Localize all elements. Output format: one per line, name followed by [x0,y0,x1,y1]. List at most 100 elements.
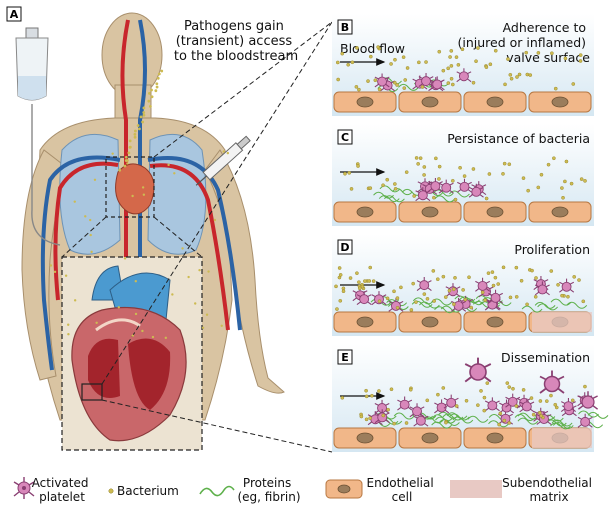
panel-a: A Pathogens gain (transient) access to t… [6,6,333,453]
platelet-pseudopod [464,357,492,383]
activated-platelet [484,397,500,412]
bacterium [371,279,376,283]
bacterium [164,336,168,340]
bacterium [385,296,390,301]
bacterium [364,388,368,393]
bacterium [526,188,530,193]
platelet-pseudopod [451,297,467,312]
panel-d-letter: D [340,241,349,254]
bacterium [493,48,498,53]
bacteria-trail [49,69,230,340]
panel-c-caption: Persistance of bacteria [447,131,590,146]
bacterium [127,151,131,155]
bacterium [467,275,471,280]
bacterium [480,290,485,295]
bacterium [507,162,512,167]
bacterium [476,46,480,50]
activated-platelet [519,398,535,413]
cell-nucleus [356,206,374,218]
bacterium [335,60,340,65]
fibrin-strand [434,195,456,203]
bacterium [148,104,152,108]
bacterium [377,87,382,92]
bacterium [453,276,457,280]
bacterium [347,171,352,175]
bacterium [414,300,418,304]
bacterium [370,393,374,398]
bacterium [583,384,587,389]
bacterium [422,173,426,177]
bacterium [471,167,476,171]
bacterium [446,66,450,71]
activated-platelet [418,73,434,87]
bacterium [521,388,526,392]
bacterium [571,82,576,86]
bacterium [563,179,567,184]
bacterium [434,156,438,161]
bacterium [150,95,154,99]
platelet-pseudopod [429,76,445,91]
bacterium [141,186,145,189]
bacterium [385,177,390,182]
platelet-body [441,182,452,193]
bacterium [508,295,513,300]
bacterium [420,85,425,89]
bacterium [493,275,498,280]
bacterium [553,86,558,91]
bacterium [553,402,558,407]
activated-platelet [438,179,454,194]
platelet-pseudopod [471,181,487,196]
bacterium [147,99,151,103]
bacterium [488,62,493,67]
bacterium [437,177,441,181]
panel-b: B Adherence to (injured or inflamed) val… [332,14,594,116]
panel-a-letter: A [10,8,19,21]
activated-platelet [505,393,521,408]
bacterium [508,73,513,77]
bacterium [366,79,370,83]
bacterium [536,51,541,55]
platelet-pseudopod [468,183,484,198]
bacterium [395,305,400,310]
bacterium [538,399,543,403]
platelet-body [561,281,572,292]
bacterium [364,394,369,399]
platelet-body [412,406,422,417]
activated-platelet [427,178,443,192]
fibrin-strand [412,297,434,305]
bacterium [451,82,455,87]
bacterium [392,421,397,426]
bacterium [338,273,343,277]
bacterium [485,381,490,385]
bacterium [486,271,491,275]
platelet-body [377,76,388,87]
platelet-body [359,294,370,305]
bacterium [404,421,409,425]
platelet-pseudopod [380,77,396,92]
platelet-pseudopod [456,68,472,83]
bacterium [509,76,514,81]
bacterium [435,277,440,282]
bacterium [377,389,381,393]
cell-nucleus [551,96,569,108]
bacterium [354,85,359,89]
activated-platelet [475,277,491,292]
bacterium [376,45,380,49]
bacterium [194,302,197,305]
bacterium [357,280,361,284]
bacterium [389,387,394,392]
bacterium [408,387,413,392]
bacterium [341,289,346,294]
bacterium [134,280,137,283]
platelet-body [417,190,428,201]
heart-small [115,163,155,215]
platelet-body [430,181,441,192]
platelet-pseudopod [519,398,535,413]
bacterium [577,278,581,282]
cell-nucleus [356,432,374,444]
bacterium [148,91,151,95]
panel-d-caption: Proliferation [514,242,590,257]
bacterium [556,283,560,287]
bacterium [411,281,415,286]
bacterium [474,59,478,64]
